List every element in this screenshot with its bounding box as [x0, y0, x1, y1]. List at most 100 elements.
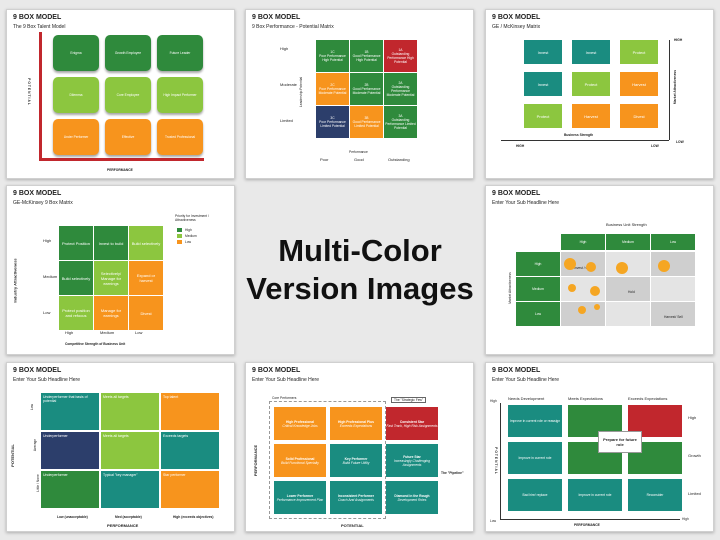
ge-cell: Protect — [620, 40, 658, 64]
talent-box: Core Employee — [105, 77, 151, 113]
ge-9box-cell: Invest to build — [94, 226, 128, 260]
center-headline: Multi-Color Version Images — [240, 185, 480, 355]
cell-code: 3A — [398, 114, 403, 118]
ge-9box-cell: Build selectively — [59, 261, 93, 295]
cell-text: Good Performance Limited Potential — [352, 120, 381, 128]
slide-business-strength[interactable]: 9 BOX MODEL Enter Your Sub Headline Here… — [485, 185, 714, 355]
ge-cell: Invest — [524, 40, 562, 64]
row-head: Growth — [688, 453, 701, 458]
ge-cell: Protect — [524, 104, 562, 128]
cell-text: Good Performance High Potential — [352, 54, 381, 62]
legend-title: Priority for Investment / Attractiveness — [175, 214, 209, 222]
talent-box: High Impact Performer — [157, 77, 203, 113]
cell-text: Outstanding Performance Limited Potentia… — [385, 118, 416, 130]
y-axis-label: POTENTIAL — [26, 78, 31, 106]
bubble — [658, 260, 670, 272]
cell-code: 3B — [364, 116, 369, 120]
y-axis-line — [500, 403, 501, 519]
slide-expectations[interactable]: 9 BOX MODEL Enter Your Sub Headline Here… — [485, 362, 714, 532]
col-label: Good — [354, 157, 364, 162]
cell-subtitle: Development Roles — [397, 497, 427, 502]
ge-9box-cell: Divest — [129, 296, 163, 330]
cell-subtitle: Coach And Assignments — [338, 497, 374, 502]
col-header: Low — [651, 234, 695, 250]
col-label: High — [65, 330, 74, 335]
row-label: Average — [33, 438, 38, 452]
slide-ge-9box[interactable]: 9 BOX MODEL GE-McKinsey 9 Box Matrix Pri… — [6, 185, 235, 355]
pp-cell: Underperformer that basis of potential — [41, 393, 99, 430]
pp-cell: Top talent — [161, 393, 219, 430]
slide-subtitle: GE-McKinsey 9 Box Matrix — [13, 200, 73, 206]
core-label: Core Performers — [272, 396, 297, 400]
y-axis-label: Market Attractiveness — [507, 272, 512, 304]
talent-box: Trusted Professional — [157, 119, 203, 155]
label-harvest: Harvest/ Sell — [664, 315, 683, 319]
cell-subtitle: Build Future Utility — [342, 460, 370, 465]
x-axis-label: PERFORMANCE — [107, 168, 133, 172]
bubble — [586, 262, 596, 272]
slide-ge-mckinsey[interactable]: 9 BOX MODEL GE / McKinsey Matrix HIGH LO… — [485, 9, 714, 179]
x-axis-label: PERFORMANCE — [574, 523, 600, 527]
slide-performance-potential[interactable]: 9 BOX MODEL 9 Box Performance - Potentia… — [245, 9, 474, 179]
x-axis-label: Business Strength — [564, 133, 594, 137]
cell-code: 2A — [398, 81, 403, 85]
grid-cell — [651, 277, 695, 301]
slide-title: 9 BOX MODEL — [492, 190, 541, 197]
row-label: Low — [30, 403, 35, 411]
exp-text: Bad hire/ replace — [522, 493, 548, 497]
ge-9box-cell: Expand or harvest — [129, 261, 163, 295]
cell-subtitle: Critical Knowledge Jobs — [282, 423, 318, 428]
y-low-label: Low — [490, 519, 497, 523]
legend-swatch — [177, 240, 182, 244]
row-head: High — [688, 415, 697, 420]
exp-cell — [508, 405, 562, 437]
bubble — [568, 284, 576, 292]
slide-talent-model[interactable]: 9 BOX MODEL The 9 Box Talent Model POTEN… — [6, 9, 235, 179]
core-dashed-box — [269, 401, 386, 519]
cell-code: 1C — [330, 50, 335, 54]
column-head: Needs Development — [508, 396, 545, 401]
bubble — [590, 286, 600, 296]
row-label: Moderate — [280, 82, 297, 87]
bubble — [594, 304, 600, 310]
pp-cell: Exceeds targets — [161, 432, 219, 469]
col-header: Medium — [606, 234, 650, 250]
slide-subtitle: Enter Your Sub Headline Here — [492, 377, 559, 383]
x-axis-label: PERFORMANCE — [107, 523, 139, 528]
exp-cell — [508, 479, 562, 511]
talent-box: Growth Employee — [105, 35, 151, 71]
ge-9box-cell: Build selectively — [129, 226, 163, 260]
y-axis-line — [669, 40, 670, 140]
cell-code: 1A — [398, 48, 403, 52]
column-head: Meets Expectations — [568, 396, 603, 401]
slide-subtitle: Enter Your Sub Headline Here — [13, 377, 80, 383]
pp-cell: Meets all targets — [101, 432, 159, 469]
row-label: High — [280, 46, 289, 51]
cell-code: 2B — [364, 83, 369, 87]
cell-subtitle: Increasingly Challenging Assignments — [394, 458, 430, 467]
slide-title: 9 BOX MODEL — [492, 14, 541, 21]
cell-text: Poor Performance High Potential — [319, 54, 346, 62]
pp-cell: Underperformer — [41, 471, 99, 508]
exp-cell — [628, 479, 682, 511]
slide-strategic-few[interactable]: 9 BOX MODEL Enter Your Sub Headline Here… — [245, 362, 474, 532]
bubble — [564, 258, 576, 270]
x-axis-label: Competitive Strength of Business Unit — [65, 342, 126, 346]
ge-cell: Protect — [572, 72, 610, 96]
ge-9box-cell: Protect position and refocus — [59, 296, 93, 330]
ge-9box-cell: Manage for earnings — [94, 296, 128, 330]
slide-potential-performance[interactable]: 9 BOX MODEL Enter Your Sub Headline Here… — [6, 362, 235, 532]
talent-box: Future Leader — [157, 35, 203, 71]
pp-cell: Star performer — [161, 471, 219, 508]
cell-title: High Professional — [285, 419, 315, 424]
cell-subtitle: Performance Improvement Plan — [276, 497, 324, 502]
grid-cell — [606, 302, 650, 326]
cell-code: 1B — [364, 50, 369, 54]
col-label: High (exceeds objectives) — [173, 515, 214, 519]
headline-line-1: Multi-Color — [278, 233, 442, 268]
row-label: High — [43, 238, 52, 243]
slide-subtitle: Enter Your Sub Headline Here — [492, 200, 559, 206]
